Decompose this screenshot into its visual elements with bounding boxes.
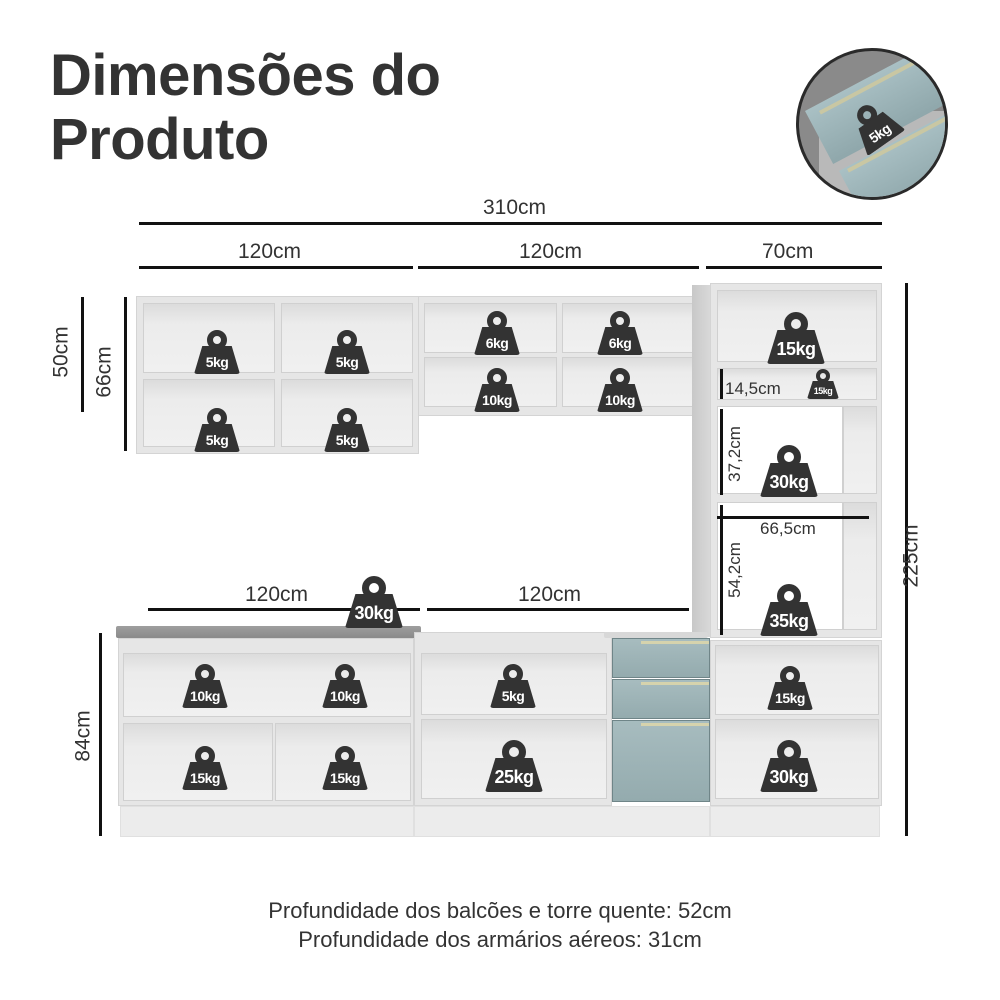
upper-middle-width-line	[418, 266, 699, 269]
tower-width-line	[706, 266, 882, 269]
upper-middle-cabinet	[418, 296, 698, 416]
lower-left-plinth	[120, 806, 414, 837]
weight-icon: 10kg	[182, 664, 228, 708]
weight-icon: 5kg	[490, 664, 536, 708]
depth-note-counters: Profundidade dos balcões e torre quente:…	[268, 898, 732, 923]
oven-width-label: 66,5cm	[760, 519, 816, 538]
drawer-top[interactable]	[612, 638, 710, 678]
tower-height-line	[905, 283, 908, 836]
upper-inner-height-label: 66cm	[92, 346, 116, 398]
weight-icon: 15kg	[767, 666, 813, 710]
drawer-handle	[641, 641, 709, 644]
drawer-handle	[641, 682, 709, 685]
weight-icon: 30kg	[760, 740, 818, 792]
niche-mid-height-line	[720, 409, 723, 495]
upper-outer-height-label: 50cm	[49, 326, 73, 378]
weight-icon: 10kg	[597, 368, 643, 412]
weight-icon: 10kg	[474, 368, 520, 412]
weight-icon: 15kg	[182, 746, 228, 790]
niche-small-height-line	[720, 369, 723, 399]
upper-outer-height-line	[81, 297, 84, 412]
weight-icon: 30kg	[345, 576, 403, 628]
weight-icon: 35kg	[760, 584, 818, 636]
upper-inner-height-line	[124, 297, 127, 451]
tower-microwave-side	[843, 406, 877, 494]
weight-icon: 25kg	[485, 740, 543, 792]
weight-icon: 5kg	[324, 408, 370, 452]
lower-middle-plinth	[414, 806, 710, 837]
total-width-label: 310cm	[483, 196, 547, 219]
tower-side-panel	[692, 285, 712, 637]
weight-icon: 15kg	[322, 746, 368, 790]
countertop	[116, 626, 421, 638]
lower-left-width-label: 120cm	[245, 583, 309, 606]
lower-left-width-line	[148, 608, 420, 611]
depth-note-upper: Profundidade dos armários aéreos: 31cm	[298, 927, 702, 952]
upper-middle-width-label: 120cm	[519, 240, 583, 263]
oven-height-line	[720, 505, 723, 635]
weight-icon: 6kg	[474, 311, 520, 355]
weight-icon: 5kg	[194, 330, 240, 374]
lower-height-label: 84cm	[71, 710, 95, 762]
weight-icon: 5kg	[324, 330, 370, 374]
weight-icon: 10kg	[322, 664, 368, 708]
lower-middle-width-label: 120cm	[518, 583, 582, 606]
drawer-bottom[interactable]	[612, 720, 710, 802]
title-line-1: Dimensões do	[50, 43, 441, 108]
tower-small-niche	[717, 368, 877, 400]
niche-small-height-label: 14,5cm	[725, 379, 781, 398]
drawer-unit-top	[604, 632, 708, 638]
lower-height-line	[99, 633, 102, 836]
weight-icon: 30kg	[760, 445, 818, 497]
weight-icon: 5kg	[194, 408, 240, 452]
depth-notes: Profundidade dos balcões e torre quente:…	[0, 896, 1000, 954]
tower-plinth	[710, 806, 880, 837]
drawer-handle	[641, 723, 709, 726]
drawer-detail-inset: 5kg	[796, 48, 948, 200]
lower-left-cabinet	[118, 638, 414, 806]
upper-left-cabinet	[136, 296, 419, 454]
oven-width-line	[717, 516, 869, 519]
drawer-middle[interactable]	[612, 679, 710, 719]
niche-mid-height-label: 37,2cm	[724, 426, 744, 482]
weight-icon: 15kg	[807, 369, 839, 399]
total-width-line	[139, 222, 882, 225]
title-line-2: Produto	[50, 107, 269, 172]
weight-icon: 6kg	[597, 311, 643, 355]
upper-left-width-line	[139, 266, 413, 269]
page-title: Dimensões do Produto	[50, 43, 441, 172]
upper-left-width-label: 120cm	[238, 240, 302, 263]
tower-width-label: 70cm	[762, 240, 814, 263]
tower-oven-side	[843, 502, 877, 630]
oven-height-label: 54,2cm	[724, 542, 744, 598]
lower-middle-width-line	[427, 608, 689, 611]
tower-height-label: 225cm	[899, 524, 923, 588]
weight-icon: 15kg	[767, 312, 825, 364]
